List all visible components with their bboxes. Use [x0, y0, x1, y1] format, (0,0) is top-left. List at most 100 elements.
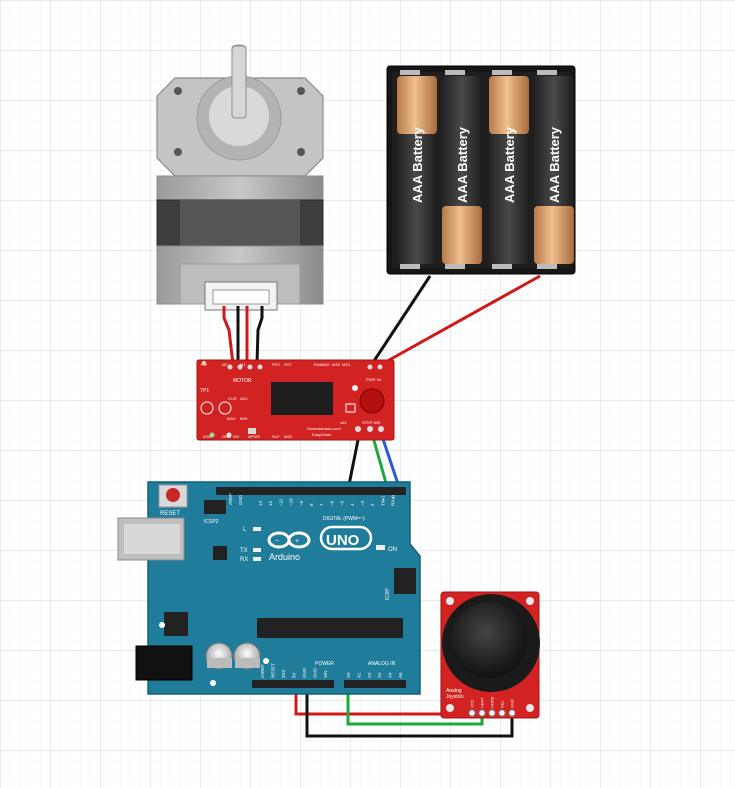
svg-text:−: − — [275, 538, 279, 545]
on-led-label: ON — [388, 547, 397, 553]
driver-motor-label: MOTOR — [233, 378, 252, 384]
digital-pin-label: 2 — [370, 503, 375, 506]
digital-pin-label: 7 — [319, 503, 324, 506]
digital-pin-label: 8 — [309, 503, 314, 506]
power-pin-label: RESET — [271, 663, 276, 678]
joystick-pin-label: VCC — [470, 699, 475, 708]
digital-pin-label: ~9 — [299, 500, 304, 506]
driver-label-slp: SLP — [272, 434, 280, 439]
power-pin-label: 3V3 — [281, 669, 286, 678]
driver-tp-label: TP1 — [200, 388, 209, 394]
power-label: POWER — [315, 661, 334, 667]
joystick-module[interactable]: Analog Joystick VCC VERT HORZ SEL GND — [440, 591, 540, 719]
driver-min-label: MIN — [240, 416, 247, 421]
l-led-label: L — [243, 527, 247, 533]
battery-cell: AAA Battery — [442, 76, 482, 264]
arduino-logo: − + — [267, 525, 373, 551]
icsp2-label: ICSP2 — [204, 519, 219, 525]
driver-credit-line2: EasyDriver — [312, 432, 332, 437]
driver-step-dir: STEP DIR — [362, 420, 380, 425]
joystick-knob[interactable] — [451, 602, 527, 678]
model-label: UNO — [326, 532, 360, 549]
power-header[interactable] — [252, 680, 334, 688]
analog-pin-label: A2 — [367, 672, 372, 678]
joystick-pin-label: HORZ — [490, 696, 495, 708]
digital-label: DIGITAL (PWM=~) — [323, 516, 365, 522]
easydriver-board[interactable]: +5V M2 M1 PFD RST ENABLE MS2 MS1 PWR IN … — [196, 359, 395, 441]
brand-label: Arduino — [269, 552, 300, 562]
digital-pin-label: ~5 — [340, 500, 345, 506]
joystick-pin[interactable] — [468, 709, 476, 717]
joystick-label-1: Analog — [446, 688, 462, 694]
analog-pin-label: A4 — [388, 672, 393, 678]
digital-pin-label: 13 — [258, 500, 263, 506]
analog-pin-label: A1 — [356, 672, 361, 678]
icsp-label: ICSP — [385, 588, 391, 600]
driver-label-m2: M2 — [222, 362, 228, 367]
battery-pack[interactable]: AAA Battery AAA Battery AAA Battery AAA Bat… — [386, 65, 576, 275]
driver-label-ms1: MS1 — [342, 362, 351, 367]
svg-text:+: + — [295, 538, 299, 545]
digital-pin-label: ~10 — [289, 498, 294, 506]
power-pin-label: GND — [302, 667, 307, 678]
joystick-pin-label: GND — [510, 699, 515, 708]
joystick-label-2: Joystick — [446, 694, 464, 700]
digital-header-left[interactable] — [216, 487, 340, 495]
wire-motor-1 — [222, 306, 235, 365]
joystick-pin[interactable] — [488, 709, 496, 717]
analog-pin-label: A5 — [398, 672, 403, 678]
battery-cell: AAA Battery — [397, 76, 437, 264]
power-pin-label: 5V — [292, 672, 297, 678]
stepper-motor[interactable] — [156, 44, 324, 311]
wire-joy-gnd — [305, 688, 514, 738]
driver-label-apwr: APWR — [248, 434, 260, 439]
driver-version: v44 — [340, 420, 347, 425]
driver-label-5v: +5V — [200, 362, 208, 367]
digital-pin-label: ~6 — [329, 500, 334, 506]
power-pin-label: GND — [313, 667, 318, 678]
battery-cell: AAA Battery — [534, 76, 574, 264]
driver-label-pfd: PFD — [272, 362, 280, 367]
driver-label-5v-b: +5V — [232, 434, 240, 439]
atmega-chip — [257, 618, 403, 638]
digital-pin-label: ~11 — [278, 498, 283, 506]
gnd-label: GND — [238, 494, 243, 505]
driver-cur-label: CUR — [228, 396, 237, 401]
wire-motor-4 — [255, 306, 264, 365]
digital-pin-label: RX◂0 — [391, 494, 396, 506]
digital-pin-label: ~3 — [360, 500, 365, 506]
analog-header[interactable] — [344, 680, 406, 688]
joystick-pin-label: VERT — [480, 697, 485, 708]
driver-label-gnd: GND — [222, 434, 231, 439]
analog-label: ANALOG IN — [368, 661, 396, 667]
driver-label-35v: 3/5V — [203, 434, 212, 439]
battery-cell-label: AAA Battery — [410, 126, 425, 203]
joystick-pin[interactable] — [508, 709, 516, 717]
digital-pin-label: 4 — [350, 503, 355, 506]
driver-label-m1: M1 — [240, 362, 246, 367]
joystick-pin[interactable] — [478, 709, 486, 717]
driver-label-ms2: MS2 — [332, 362, 341, 367]
driver-label-enable: ENABLE — [314, 362, 330, 367]
joystick-pin-label: SEL — [500, 700, 505, 708]
battery-cell-label: AAA Battery — [502, 126, 517, 203]
analog-pin-label: A0 — [346, 672, 351, 678]
power-pin-label: VIN — [323, 670, 328, 678]
aref-label: AREF — [228, 493, 233, 505]
wire-battery-negative — [370, 275, 432, 365]
analog-pin-label: A3 — [377, 672, 382, 678]
digital-header-right[interactable] — [340, 487, 406, 495]
driver-label-in: IN — [377, 377, 381, 382]
driver-max-label: MAX — [227, 416, 236, 421]
battery-cell-label: AAA Battery — [547, 126, 562, 203]
driver-label-rst: RST — [284, 362, 293, 367]
driver-adj-label: ADJ — [240, 396, 248, 401]
battery-cell: AAA Battery — [489, 76, 529, 264]
driver-label-pwr: PWR — [366, 377, 375, 382]
digital-pin-label: TX▸1 — [380, 495, 385, 506]
digital-pin-label: 12 — [268, 500, 273, 506]
tx-led-label: TX — [240, 548, 248, 554]
joystick-pin[interactable] — [498, 709, 506, 717]
